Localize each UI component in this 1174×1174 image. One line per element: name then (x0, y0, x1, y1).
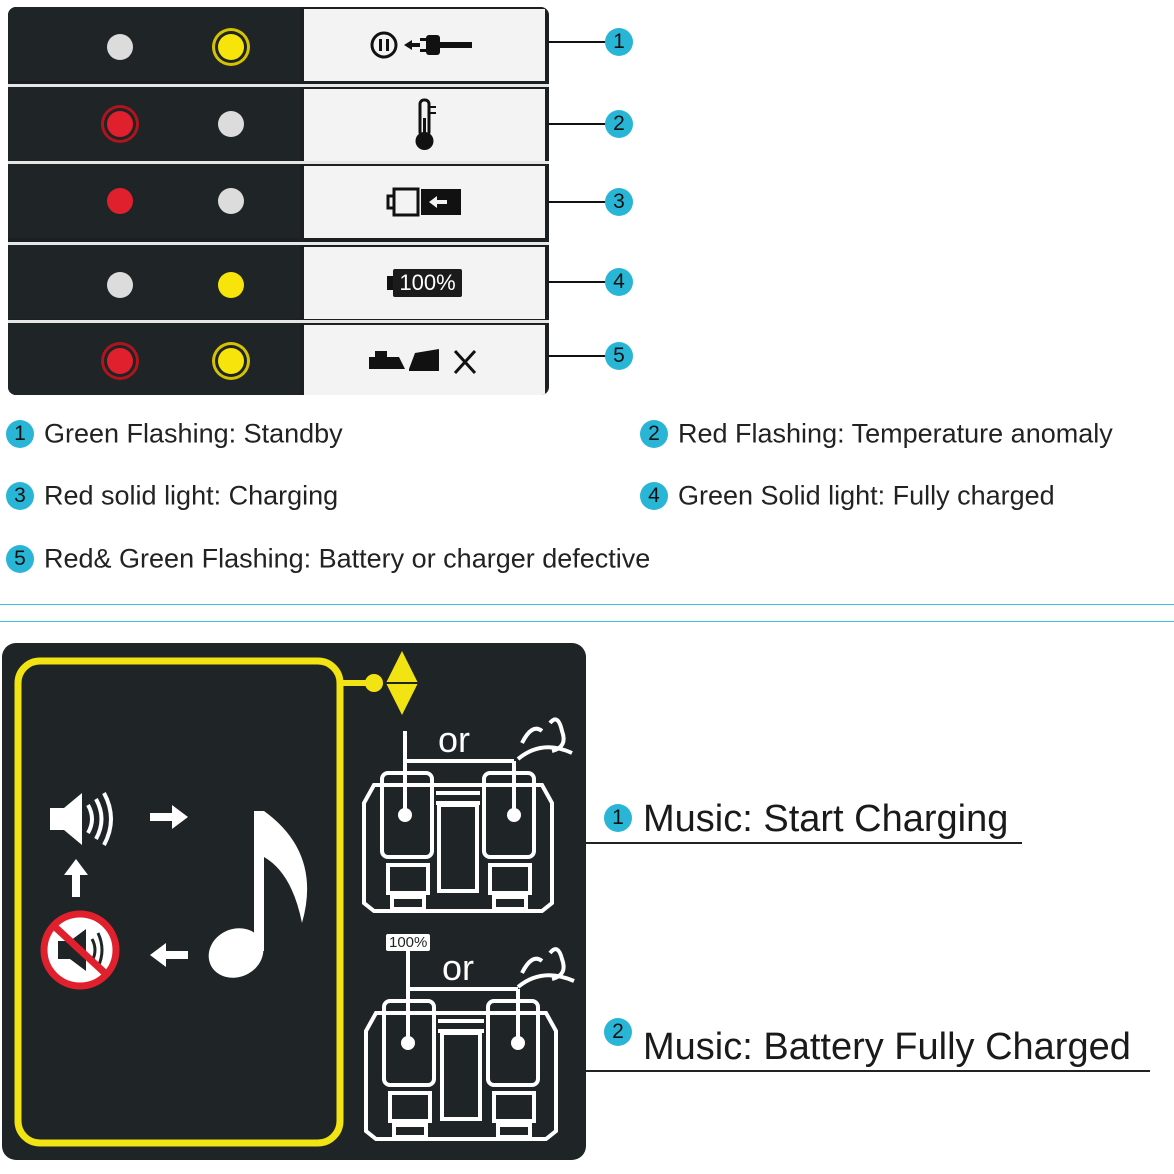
legend-number: 2 (640, 419, 668, 448)
led-cell (8, 87, 300, 161)
callout-number-4: 4 (605, 268, 633, 296)
icon-cell (304, 9, 545, 81)
music-number-1: 1 (604, 804, 632, 832)
legend-text: Red Flashing: Temperature anomaly (678, 418, 1113, 449)
status-row-5 (8, 323, 549, 395)
thermometer-icon (415, 98, 436, 150)
music-diagram (14, 651, 575, 1147)
legend-item-4: 4 Green Solid light: Fully charged (640, 479, 1055, 511)
music-label-start: Music: Start Charging (643, 798, 1009, 840)
legend-text: Green Flashing: Standby (44, 418, 343, 449)
legend-text: Green Solid light: Fully charged (678, 480, 1055, 511)
legend-item-5: 5 Red& Green Flashing: Battery or charger… (6, 542, 650, 574)
legend-number: 5 (6, 544, 34, 573)
legend-item-2: 2 Red Flashing: Temperature anomaly (640, 417, 1113, 449)
legend-text: Red& Green Flashing: Battery or charger … (44, 543, 651, 574)
callout-number-3: 3 (605, 188, 633, 216)
left-led (107, 111, 133, 137)
divider-line (0, 621, 1174, 622)
legend-number: 3 (6, 481, 34, 510)
callout-number-1: 1 (605, 28, 633, 56)
battery-charging-icon (386, 187, 461, 217)
icon-cell (304, 89, 545, 161)
battery-full-icon: 100% (393, 269, 462, 297)
or-label: or (438, 719, 471, 760)
left-led (107, 272, 133, 298)
left-led (107, 188, 133, 214)
music-note-icon (208, 811, 308, 978)
icon-cell (304, 166, 545, 238)
led-cell (8, 323, 300, 395)
status-row-2 (8, 87, 549, 161)
right-led (218, 272, 244, 298)
icon-cell: 100% (304, 247, 545, 319)
right-led (218, 188, 244, 214)
legend-text: Red solid light: Charging (44, 480, 339, 511)
led-status-panel: 100% (8, 7, 549, 395)
standby-plug-icon (370, 31, 472, 59)
legend-number: 1 (6, 419, 34, 448)
charger-diagram-top (362, 731, 554, 913)
status-row-4: 100% (8, 245, 549, 319)
music-indicator-panel: or or 100% (2, 643, 586, 1160)
legend-number: 4 (640, 481, 668, 510)
speaker-icon (50, 792, 113, 846)
charger-diagram-bottom (364, 943, 558, 1141)
right-led (218, 34, 244, 60)
battery-full-badge: 100% (386, 934, 431, 951)
left-led (107, 348, 133, 374)
led-cell (8, 245, 300, 319)
callout-number-2: 2 (605, 110, 633, 138)
legend-item-1: 1 Green Flashing: Standby (6, 417, 343, 449)
icon-cell (304, 325, 545, 395)
battery-charger-defective-icon (368, 349, 476, 375)
music-number-2: 2 (604, 1018, 632, 1046)
divider-line (0, 604, 1174, 605)
left-led (107, 34, 133, 60)
right-led (218, 348, 244, 374)
status-row-3 (8, 164, 549, 238)
right-led (218, 111, 244, 137)
callout-number-5: 5 (605, 342, 633, 370)
or-label: or (442, 947, 475, 988)
mute-icon (40, 910, 120, 990)
legend-item-3: 3 Red solid light: Charging (6, 479, 338, 511)
led-cell (8, 164, 300, 238)
led-cell (8, 7, 300, 81)
status-row-1 (8, 7, 549, 81)
music-label-full: Music: Battery Fully Charged (643, 1026, 1131, 1068)
